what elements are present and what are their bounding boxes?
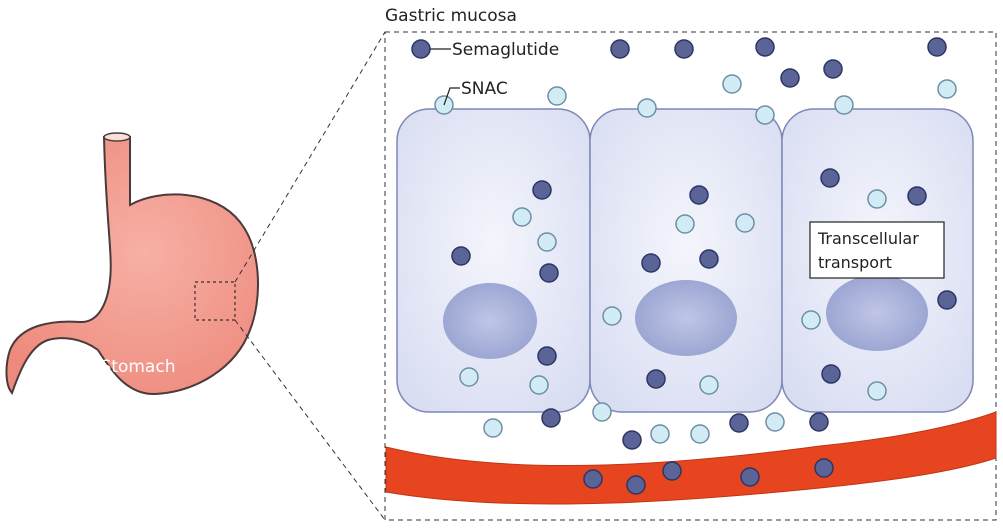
semaglutide-molecule — [646, 369, 666, 389]
transcellular-transport-box — [809, 221, 945, 279]
snac-molecule — [699, 375, 719, 395]
snac-molecule — [675, 214, 695, 234]
semaglutide-molecule — [689, 185, 709, 205]
snac-molecule — [755, 105, 775, 125]
snac-molecule — [834, 95, 854, 115]
semaglutide-molecule — [622, 430, 642, 450]
snac-molecule — [459, 367, 479, 387]
semaglutide-molecule — [537, 346, 557, 366]
cell-nucleus — [635, 280, 737, 356]
cell-nucleus — [443, 283, 537, 359]
zoom-box — [194, 281, 236, 321]
semaglutide-molecule — [662, 461, 682, 481]
semaglutide-molecule — [532, 180, 552, 200]
semaglutide-molecule — [451, 246, 471, 266]
semaglutide-molecule — [820, 168, 840, 188]
snac-molecule — [483, 418, 503, 438]
snac-molecule — [547, 86, 567, 106]
epithelial-cell-1 — [396, 108, 591, 413]
snac-molecule — [602, 306, 622, 326]
semaglutide-molecule — [626, 475, 646, 495]
snac-label: SNAC — [461, 79, 508, 99]
snac-molecule — [529, 375, 549, 395]
semaglutide-molecule — [641, 253, 661, 273]
semaglutide-molecule — [937, 290, 957, 310]
snac-molecule — [592, 402, 612, 422]
snac-molecule — [765, 412, 785, 432]
stomach-label: Stomach — [101, 357, 176, 377]
semaglutide-molecule — [907, 186, 927, 206]
semaglutide-molecule — [740, 467, 760, 487]
snac-molecule — [867, 381, 887, 401]
stomach-shape — [5, 136, 259, 396]
transcellular-label-line2: transport — [818, 253, 892, 272]
cell-nucleus — [826, 275, 928, 351]
esophagus-opening — [103, 132, 131, 142]
semaglutide-molecule — [674, 39, 694, 59]
zoom-line-top — [234, 31, 386, 283]
snac-molecule — [512, 207, 532, 227]
snac-molecule — [735, 213, 755, 233]
semaglutide-molecule — [780, 68, 800, 88]
snac-molecule — [937, 79, 957, 99]
stomach-illustration: Stomach — [5, 132, 259, 396]
snac-molecule — [537, 232, 557, 252]
molecules-layer — [411, 37, 957, 495]
snac-molecule — [637, 98, 657, 118]
gastric-mucosa-label: Gastric mucosa — [385, 6, 517, 26]
transcellular-label-line1: Transcellular — [817, 229, 919, 248]
semaglutide-molecule — [821, 364, 841, 384]
semaglutide-molecule — [539, 263, 559, 283]
semaglutide-molecule — [583, 469, 603, 489]
semaglutide-molecule — [610, 39, 630, 59]
semaglutide-molecule — [814, 458, 834, 478]
semaglutide-molecule — [411, 39, 431, 59]
zoom-line-bottom — [234, 319, 386, 521]
snac-molecule — [690, 424, 710, 444]
semaglutide-label: Semaglutide — [452, 40, 559, 60]
epithelial-cell-2 — [589, 108, 783, 413]
snac-molecule — [801, 310, 821, 330]
snac-molecule — [722, 74, 742, 94]
semaglutide-molecule — [541, 408, 561, 428]
semaglutide-molecule — [927, 37, 947, 57]
snac-molecule — [867, 189, 887, 209]
semaglutide-molecule — [729, 413, 749, 433]
semaglutide-molecule — [755, 37, 775, 57]
semaglutide-molecule — [809, 412, 829, 432]
semaglutide-molecule — [823, 59, 843, 79]
blood-vessel — [385, 411, 997, 505]
snac-callout-line — [443, 87, 460, 106]
semaglutide-molecule — [699, 249, 719, 269]
snac-molecule — [650, 424, 670, 444]
